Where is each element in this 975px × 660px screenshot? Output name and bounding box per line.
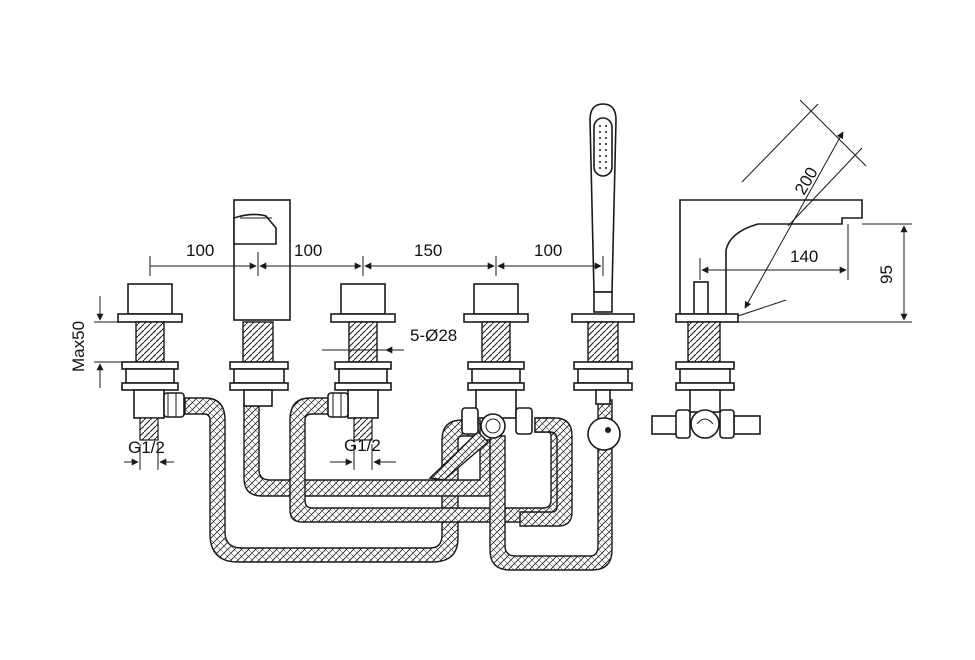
valve-2 [327,283,396,441]
dim-spout-reach: 140 [790,247,818,266]
dim-thread-mid: G1/2 [344,436,381,455]
bath-spout [651,199,863,439]
dim-spacing-3: 150 [414,241,442,260]
dim-spacing-2: 100 [294,241,322,260]
hose-diverter-link [428,431,490,481]
hand-shower [571,103,635,451]
spout-mixer [229,199,291,407]
hose-diverter-right [519,417,573,527]
dim-thread-left: G1/2 [128,438,165,457]
valve-1 [117,283,185,441]
dim-spout-height: 95 [877,265,896,284]
valve-diverter [461,283,533,439]
hoses [184,397,613,571]
dim-max-deck: Max50 [69,321,88,372]
dim-holes: 5-Ø28 [410,326,457,345]
dimension-lines [94,99,912,470]
dim-spacing-4: 100 [534,241,562,260]
shower-holes [599,125,607,169]
dim-spout-length: 200 [791,164,822,198]
dim-spacing-1: 100 [186,241,214,260]
